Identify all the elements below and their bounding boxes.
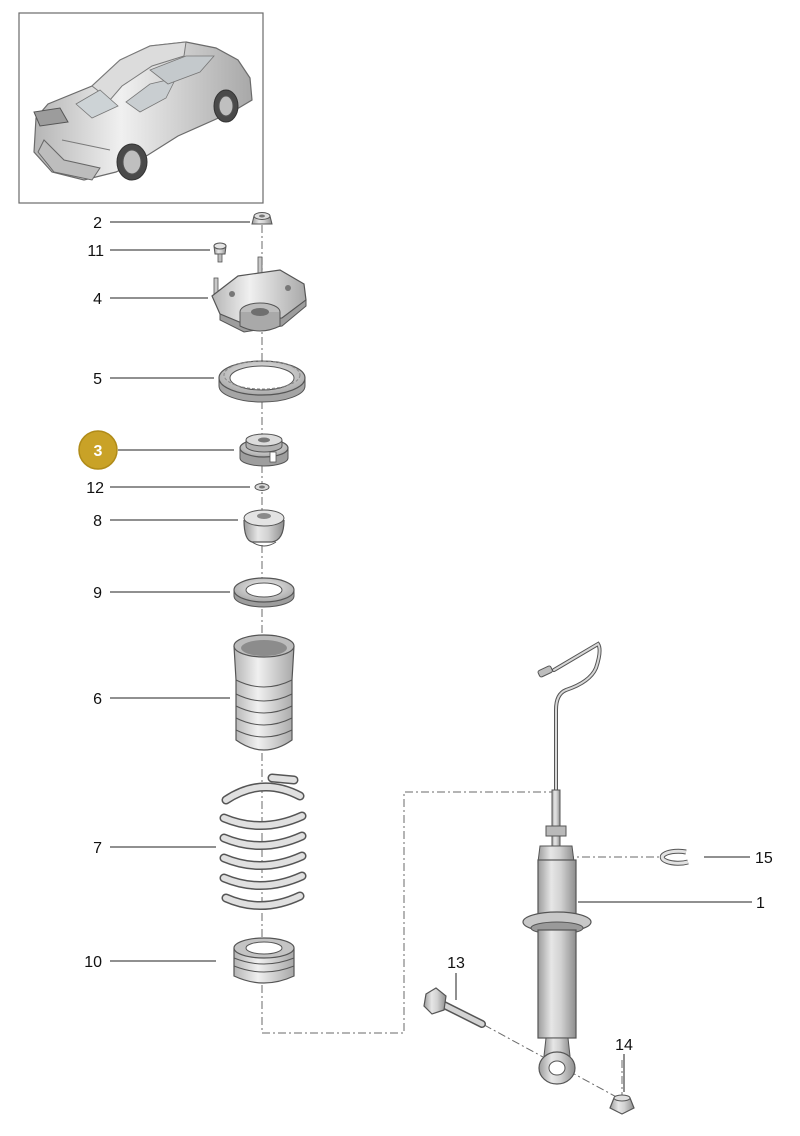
part-helper-spring (233, 937, 295, 984)
callout-label: 9 (93, 585, 102, 602)
part-bolt-small (213, 242, 227, 263)
leader-lines (110, 221, 752, 1092)
callout-label-highlighted: 3 (94, 443, 103, 460)
callout-label: 15 (755, 850, 773, 867)
callout-label: 14 (615, 1037, 633, 1054)
callout-label: 7 (93, 840, 102, 857)
part-circlip (659, 848, 689, 866)
callout-label: 4 (93, 291, 102, 308)
callout-label: 13 (447, 955, 465, 972)
callout-label: 5 (93, 371, 102, 388)
part-bearing-ring (218, 360, 306, 403)
part-bolt-long (423, 987, 486, 1028)
highlight-badge (78, 430, 118, 470)
part-coil-spring (219, 773, 307, 911)
callout-label: 12 (86, 480, 104, 497)
callout-label: 2 (93, 215, 102, 232)
part-washer (254, 483, 270, 491)
part-top-mount (211, 256, 307, 333)
car-illustration (33, 41, 253, 181)
part-shock-absorber (522, 641, 602, 1085)
callout-label: 1 (756, 895, 765, 912)
part-spring-seat (239, 433, 289, 467)
vehicle-thumbnail (18, 12, 264, 204)
callout-label: 8 (93, 513, 102, 530)
part-protective-boot (233, 634, 295, 751)
callout-label: 11 (87, 243, 104, 260)
part-support-ring (233, 577, 295, 608)
callout-label: 6 (93, 691, 102, 708)
part-nut (251, 212, 273, 225)
callout-label: 10 (84, 954, 102, 971)
part-nut-bottom (609, 1094, 635, 1115)
part-bump-stop (243, 509, 285, 547)
callout-labels: 2 11 4 5 3 12 8 9 6 7 10 13 14 15 1 (78, 215, 773, 1054)
